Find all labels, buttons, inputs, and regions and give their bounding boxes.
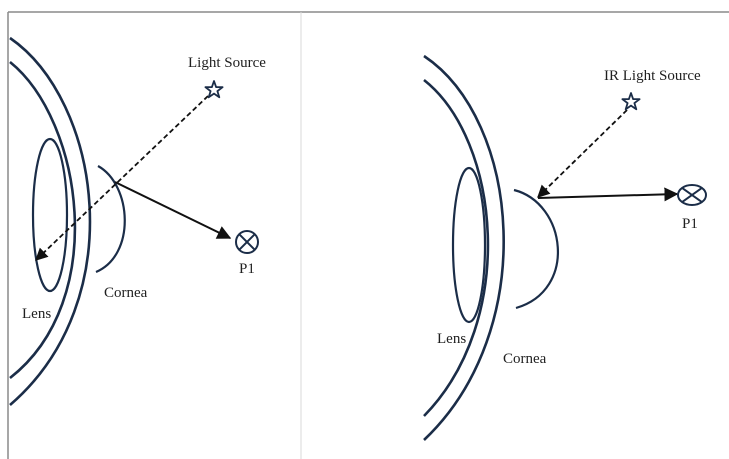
right-reflected-ray [537, 187, 679, 202]
left-circled-x-icon [235, 230, 259, 254]
left-light-source-label: Light Source [188, 55, 266, 71]
right-lens-label: Lens [437, 331, 466, 347]
right-cornea-bulge [513, 188, 560, 310]
left-lens-label: Lens [22, 306, 51, 322]
left-star-icon [204, 80, 224, 99]
right-target-label: P1 [682, 216, 698, 232]
left-outer-eye-wall [9, 36, 92, 406]
left-light-ray [35, 95, 209, 261]
right-panel: IR Light Source Lens Cornea P1 [423, 54, 707, 441]
left-cornea-bulge [95, 165, 126, 274]
left-lens-ellipse [31, 137, 69, 293]
right-inner-eye-wall [423, 78, 490, 417]
right-light-source-label: IR Light Source [604, 68, 701, 84]
right-outer-eye-wall [423, 54, 505, 441]
right-lens-ellipse [451, 166, 487, 324]
right-light-ray [537, 109, 628, 198]
left-panel: Light Source Lens Cornea P1 [9, 36, 266, 406]
left-reflected-ray [114, 181, 232, 239]
left-cornea-label: Cornea [104, 285, 148, 301]
left-inner-eye-wall [9, 60, 77, 380]
right-cornea-label: Cornea [503, 351, 547, 367]
right-star-icon [621, 92, 641, 111]
right-circled-x-icon [677, 184, 707, 206]
left-target-label: P1 [239, 261, 255, 277]
